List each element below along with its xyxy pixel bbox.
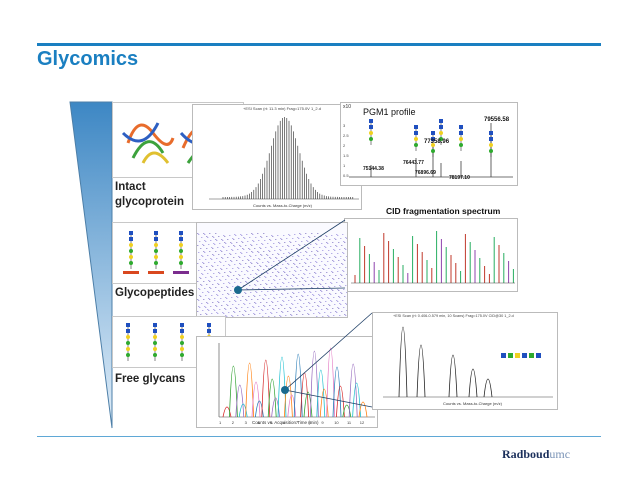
glycopeptide-lcms-map xyxy=(196,222,348,318)
brand-logo: Radboudumc xyxy=(502,447,571,461)
svg-text:6: 6 xyxy=(283,420,286,425)
stage-label-intact: Intact glycoprotein xyxy=(113,180,187,210)
glycan-mass-spectrum-plot xyxy=(383,326,553,398)
svg-text:1: 1 xyxy=(343,163,346,168)
chrom-xaxis-label: Counts vs. Acquisition Time (min) xyxy=(252,420,319,425)
workflow-wedge xyxy=(69,101,113,429)
svg-text:3: 3 xyxy=(343,123,346,128)
slide-title: Glycomics xyxy=(37,48,139,70)
free-glycan-mass-spectrum: +ESI Scan (rt: 0.406-0.579 min, 10 Scans… xyxy=(372,312,558,410)
cid-spectrum-panel xyxy=(344,218,518,292)
svg-text:4: 4 xyxy=(257,420,260,425)
footer-rule xyxy=(37,436,601,437)
pgm1-peak-5: 76896.69 xyxy=(415,170,436,176)
intact-xaxis-label: Counts vs. Mass-to-Charge (m/z) xyxy=(253,203,313,208)
svg-text:7: 7 xyxy=(296,420,299,425)
pgm1-spectrum-plot: 3 2.5 2 1.5 1 0.5 xyxy=(343,119,513,178)
pgm1-peak-6: 78197.10 xyxy=(449,175,470,181)
svg-text:1: 1 xyxy=(219,420,222,425)
pgm1-peak-3: 76443.77 xyxy=(403,160,424,166)
pgm1-peak-4: 75144.38 xyxy=(363,166,384,172)
intact-mass-spectrum: +ESI Scan (rt: 11.3 min) Frag=175.0V 1_2… xyxy=(192,104,362,210)
stage-label-glycopeptides: Glycopeptides xyxy=(113,286,197,301)
intact-spectrum-header: +ESI Scan (rt: 11.3 min) Frag=175.0V 1_2… xyxy=(243,106,321,111)
intact-spectrum-plot: Counts vs. Mass-to-Charge (m/z) xyxy=(209,117,359,208)
svg-text:5: 5 xyxy=(270,420,273,425)
svg-text:0.5: 0.5 xyxy=(343,173,349,178)
pgm1-title: PGM1 profile xyxy=(363,107,416,117)
lcms-heatmap-plot xyxy=(197,233,348,317)
svg-text:8: 8 xyxy=(309,420,312,425)
svg-text:1.5: 1.5 xyxy=(343,153,349,158)
pgm1-peak-1: 79556.58 xyxy=(484,117,510,123)
glycan-spectrum-header: +ESI Scan (rt: 0.406-0.579 min, 10 Scans… xyxy=(393,314,514,318)
pgm1-peak-2: 77358.96 xyxy=(424,139,450,145)
x10-label: x10 xyxy=(343,104,352,110)
cid-spectrum-plot xyxy=(351,231,515,284)
cid-title: CID fragmentation spectrum xyxy=(386,206,501,216)
svg-text:2: 2 xyxy=(232,420,235,425)
svg-text:2.5: 2.5 xyxy=(343,133,349,138)
stage-label-free-glycans: Free glycans xyxy=(113,372,188,387)
svg-text:9: 9 xyxy=(321,420,324,425)
mass-xaxis-label: Counts vs. Mass-to-Charge (m/z) xyxy=(443,401,502,406)
svg-text:12: 12 xyxy=(360,420,365,425)
svg-text:2: 2 xyxy=(343,143,346,148)
svg-text:3: 3 xyxy=(245,420,248,425)
svg-text:11: 11 xyxy=(347,420,352,425)
title-rule xyxy=(37,43,601,46)
svg-text:10: 10 xyxy=(334,420,339,425)
